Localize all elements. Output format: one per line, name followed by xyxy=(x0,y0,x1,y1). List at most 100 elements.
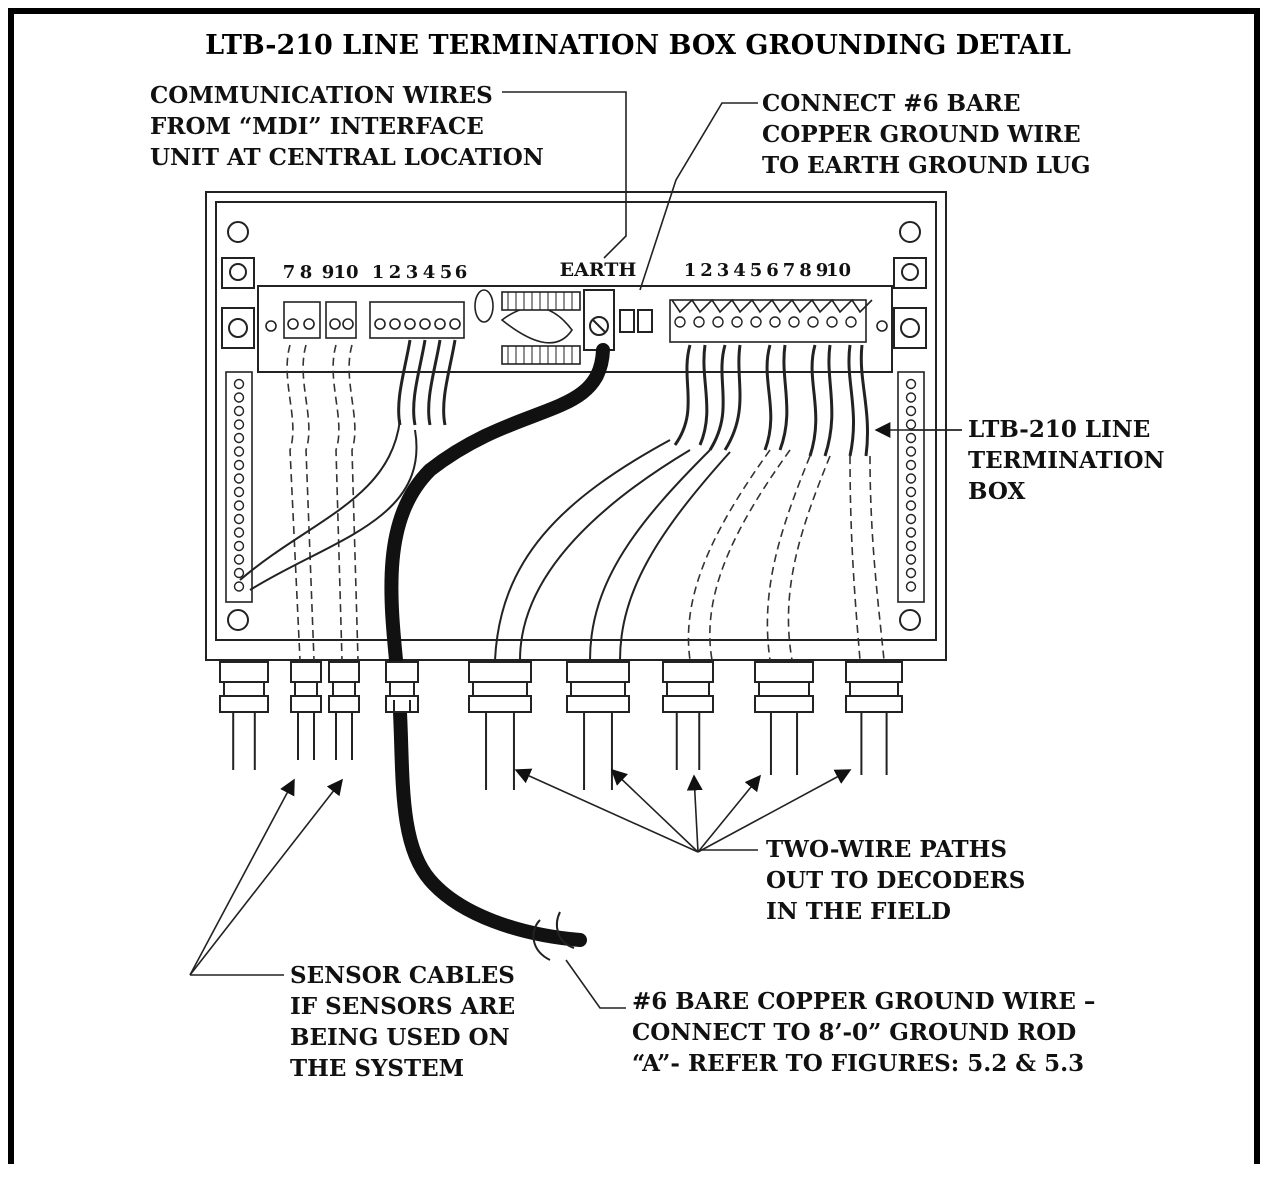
strip-hole xyxy=(905,513,917,525)
ground-wire-tag xyxy=(532,911,575,961)
earth-ground-lug xyxy=(583,289,653,351)
sensor-cables-line-3: BEING USED ON xyxy=(290,1024,510,1051)
gland-nut xyxy=(328,661,360,683)
cable-stub xyxy=(393,700,411,712)
strip-hole xyxy=(233,527,245,538)
gland-nut xyxy=(662,695,714,713)
comm-wires-label: COMMUNICATION WIRES FROM “MDI” INTERFACE… xyxy=(150,80,544,173)
gland-nut xyxy=(566,661,630,683)
gland-body xyxy=(666,681,710,697)
right-terminal-number: 5 xyxy=(750,260,763,281)
strip-hole xyxy=(905,432,917,444)
two-wire-label: TWO-WIRE PATHS OUT TO DECODERS IN THE FI… xyxy=(766,834,1025,927)
cable-glands xyxy=(219,661,903,790)
cable-stub xyxy=(583,712,613,790)
terminal-screw xyxy=(826,316,838,328)
strip-hole xyxy=(233,419,245,430)
ground-wire-line-2: CONNECT TO 8’-0” GROUND ROD xyxy=(632,1019,1077,1046)
terminal-screw xyxy=(731,316,743,328)
gland-nut xyxy=(290,695,322,713)
sensor-cables-line-2: IF SENSORS ARE xyxy=(290,993,516,1020)
strip-hole xyxy=(905,486,917,498)
sensor-cables-line-1: SENSOR CABLES xyxy=(290,962,515,989)
right-terminal-screws xyxy=(674,316,857,328)
gland-body xyxy=(294,681,318,697)
terminal-screw xyxy=(693,316,705,328)
ground-wire-line-3: “A”- REFER TO FIGURES: 5.2 & 5.3 xyxy=(632,1050,1085,1077)
page-border xyxy=(8,8,1260,1164)
right-terminal-number: 1 xyxy=(684,260,697,281)
gland-body xyxy=(849,681,899,697)
gland-body xyxy=(223,681,265,697)
side-strips xyxy=(225,371,925,603)
cable-stub xyxy=(485,712,515,790)
gland-body xyxy=(570,681,626,697)
left-terminal-number: 4 xyxy=(423,262,436,283)
mounting-lugs xyxy=(221,221,927,631)
gland-nut xyxy=(754,661,814,683)
strip-hole xyxy=(905,500,917,511)
cable-stub xyxy=(769,712,799,775)
gland-nut xyxy=(290,661,322,683)
strip-hole xyxy=(233,486,245,498)
earth-label: EARTH xyxy=(560,259,637,281)
connect-ground-label: CONNECT #6 BARE COPPER GROUND WIRE TO EA… xyxy=(762,88,1091,181)
strip-hole xyxy=(905,419,917,430)
strip-hole xyxy=(233,446,245,457)
strip-hole xyxy=(905,378,917,390)
comm-wires-line-1: COMMUNICATION WIRES xyxy=(150,82,493,109)
leader-lines xyxy=(190,91,962,1009)
strip-hole xyxy=(233,405,245,417)
gland-nut xyxy=(566,695,630,713)
surge-devices xyxy=(501,291,581,365)
left-terminal-number: 9 xyxy=(322,262,335,283)
pointer-arrows xyxy=(189,422,962,976)
left-cables xyxy=(286,344,359,661)
left-terminal-blocks xyxy=(265,289,573,344)
twisted-leads xyxy=(673,344,870,457)
right-terminal-number: 10 xyxy=(826,260,851,281)
two-wire-line-2: OUT TO DECODERS xyxy=(766,867,1026,894)
terminal-screw xyxy=(712,316,724,328)
strip-hole xyxy=(905,527,917,538)
strip-hole xyxy=(233,581,245,592)
right-terminal-number: 4 xyxy=(733,260,746,281)
strip-hole xyxy=(905,459,917,471)
strip-hole xyxy=(905,540,917,552)
ground-wire-label: #6 BARE COPPER GROUND WIRE – CONNECT TO … xyxy=(632,986,1095,1079)
strip-hole xyxy=(233,554,245,565)
gland-body xyxy=(758,681,810,697)
cable-stub xyxy=(335,712,353,760)
left-terminal-number: 10 xyxy=(333,262,358,283)
ltb-box-line-3: BOX xyxy=(968,478,1026,505)
gland-body xyxy=(389,681,415,697)
terminal-screw xyxy=(674,316,686,328)
terminal-rail xyxy=(257,285,893,373)
gland-body xyxy=(332,681,356,697)
connect-ground-line-3: TO EARTH GROUND LUG xyxy=(762,152,1091,179)
strip-hole xyxy=(233,459,245,471)
left-terminal-number: 7 xyxy=(283,262,296,283)
strip-hole xyxy=(233,540,245,552)
left-terminal-number: 1 xyxy=(372,262,385,283)
right-terminal-number: 8 xyxy=(799,260,812,281)
strip-hole xyxy=(905,473,917,484)
terminal-screw xyxy=(750,316,762,328)
comm-wires-line-2: FROM “MDI” INTERFACE xyxy=(150,113,484,140)
strip-hole xyxy=(905,446,917,457)
sensor-cables-label: SENSOR CABLES IF SENSORS ARE BEING USED … xyxy=(290,960,515,1084)
two-wire-cables-dashed xyxy=(687,449,885,661)
two-wire-line-1: TWO-WIRE PATHS xyxy=(766,836,1008,863)
gland-nut xyxy=(219,695,269,713)
terminal-screw xyxy=(788,316,800,328)
right-terminal-number: 6 xyxy=(766,260,779,281)
strip-hole xyxy=(233,473,245,484)
gland-nut xyxy=(385,661,419,683)
right-terminal-number: 9 xyxy=(816,260,829,281)
gland-nut xyxy=(468,661,532,683)
terminal-screw xyxy=(769,316,781,328)
strip-hole xyxy=(233,392,245,403)
